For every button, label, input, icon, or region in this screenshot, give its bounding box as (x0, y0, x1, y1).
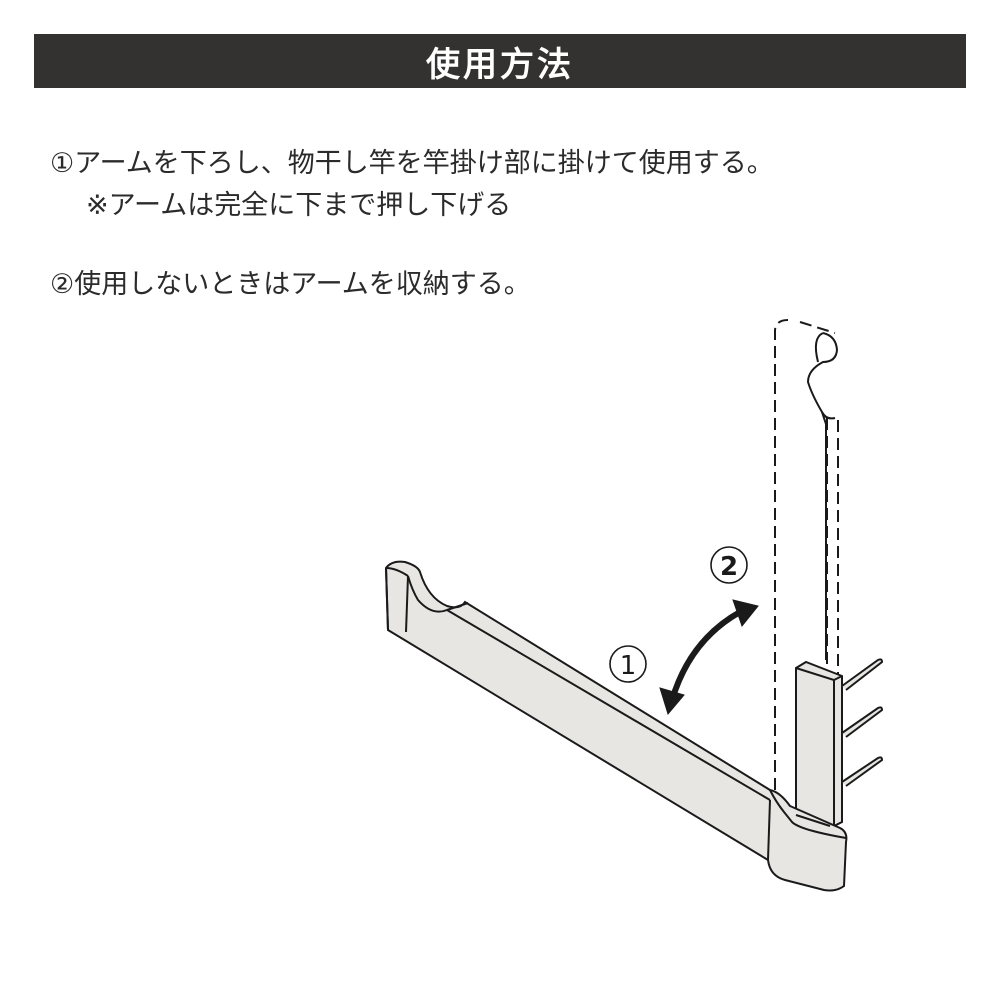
header-bar: 使用方法 (34, 34, 966, 88)
marker-1-label: 1 (620, 651, 637, 681)
step-2-text: ②使用しないときはアームを収納する。 (50, 269, 531, 300)
stowed-hook-outline (806, 332, 839, 660)
step-1-text: ①アームを下ろし、物干し竿を竿掛け部に掛けて使用する。 (50, 148, 774, 179)
instructions-list: ①アームを下ろし、物干し竿を竿掛け部に掛けて使用する。 ※アームは完全に下まで押… (50, 143, 774, 227)
marker-2-label: 2 (720, 552, 738, 582)
marker-2 (710, 546, 748, 584)
arm-body (384, 560, 848, 892)
page-title: 使用方法 (426, 44, 574, 85)
wall-bracket (795, 658, 884, 828)
step-1-note: ※アームは完全に下まで押し下げる (86, 190, 512, 221)
marker-1 (609, 645, 647, 683)
double-headed-curved-arrow-icon (659, 599, 759, 716)
